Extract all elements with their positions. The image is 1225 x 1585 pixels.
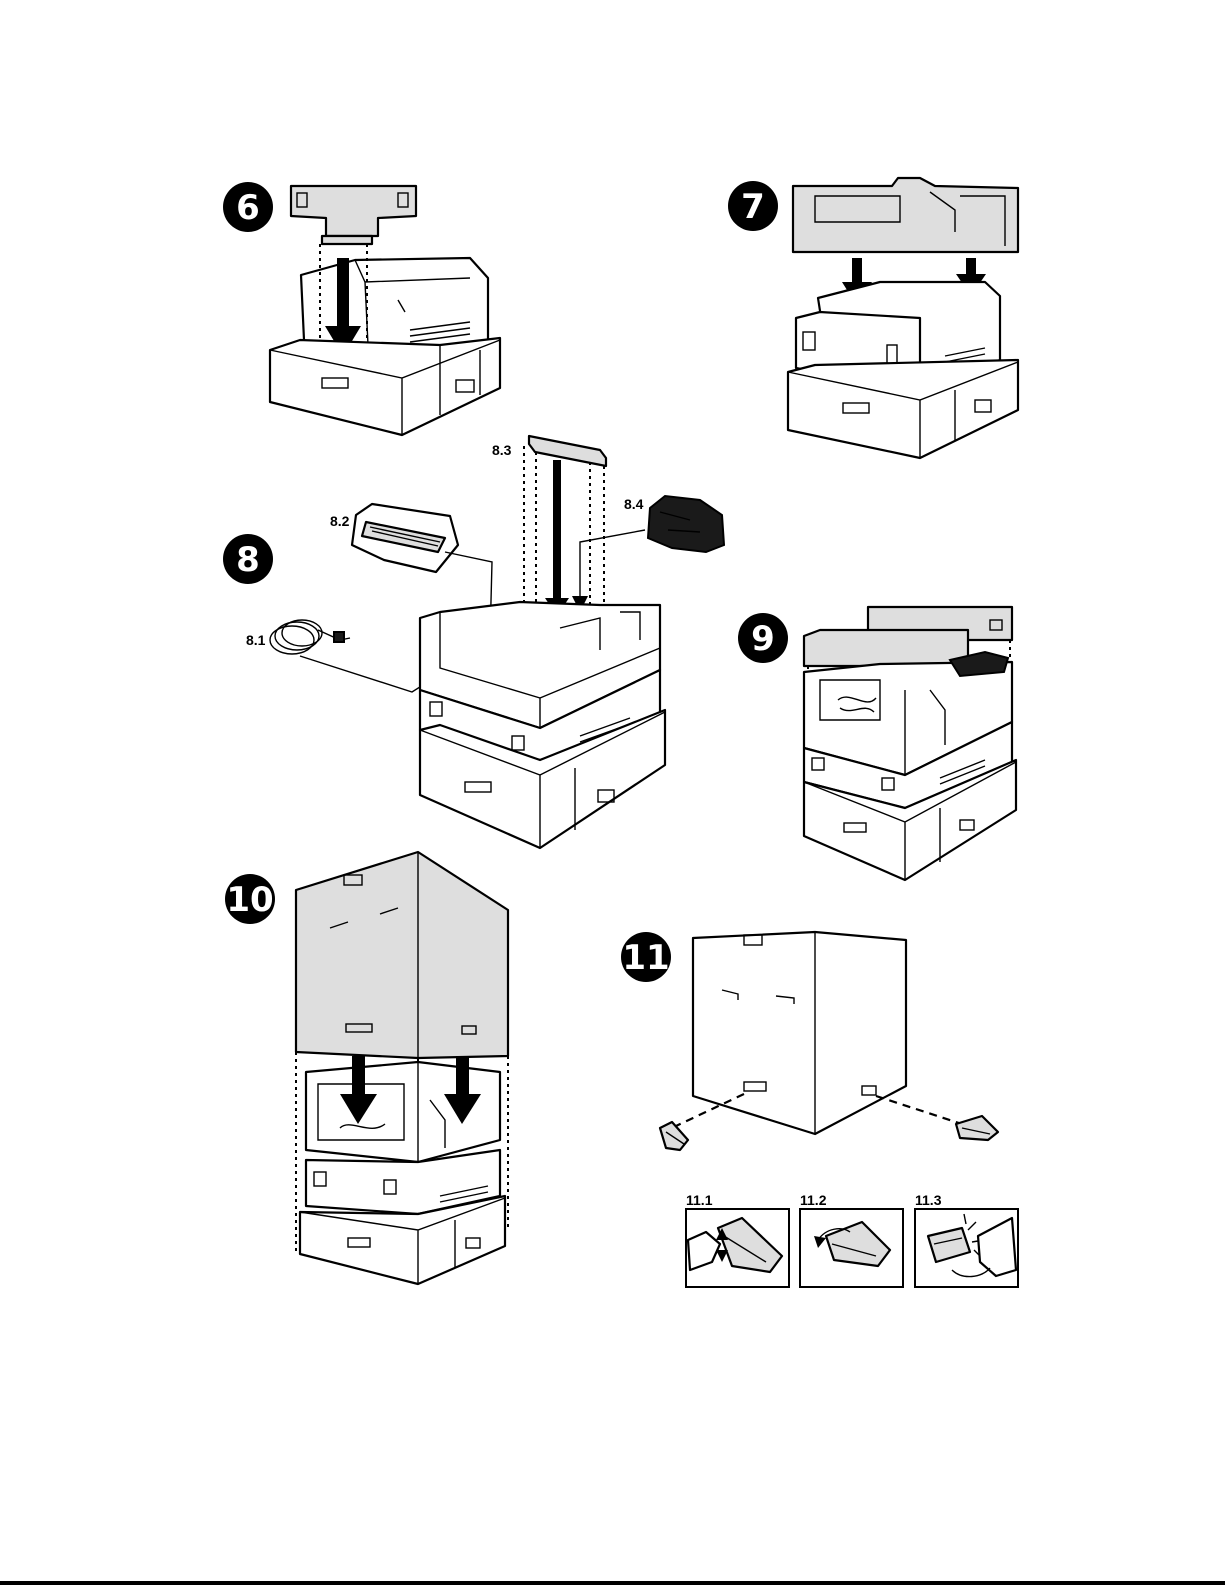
step-8-panel: 8 8.1 8.2 8.3 8.4: [223, 436, 724, 848]
part-11-3-label: 11.3: [915, 1192, 942, 1208]
part-11-2-label: 11.2: [800, 1192, 827, 1208]
part-8-2-label: 8.2: [330, 513, 350, 529]
part-8-4-label: 8.4: [624, 496, 644, 512]
power-cord: [270, 620, 350, 654]
step-11-panel: 11 11.1 11.2 11.3: [621, 932, 1018, 1287]
step-10-number: 10: [226, 880, 273, 920]
step-11-1-illustration: [686, 1209, 789, 1287]
step-11-3-illustration: [915, 1209, 1018, 1287]
step-10-panel: 10: [225, 852, 508, 1284]
page-bottom-rule: [0, 1581, 1225, 1585]
foam-insert: [291, 186, 416, 236]
top-cap: [793, 178, 1018, 252]
accessory-bag: [648, 496, 724, 552]
step-6-panel: 6: [223, 182, 500, 435]
box-clip: [660, 1122, 688, 1150]
step-7-number: 7: [741, 187, 765, 227]
front-lid: [804, 630, 968, 666]
step-8-number: 8: [236, 540, 260, 580]
step-9-panel: 9: [738, 607, 1016, 880]
base-tray: [270, 338, 500, 435]
part-8-1-label: 8.1: [246, 632, 266, 648]
step-6-number: 6: [236, 188, 260, 228]
step-9-number: 9: [751, 619, 775, 659]
step-11-number: 11: [622, 938, 669, 978]
part-8-3-label: 8.3: [492, 442, 512, 458]
part-11-1-label: 11.1: [686, 1192, 713, 1208]
support-bar: [529, 436, 606, 466]
step-11-2-illustration: [800, 1209, 903, 1287]
step-7-panel: 7: [728, 178, 1018, 458]
